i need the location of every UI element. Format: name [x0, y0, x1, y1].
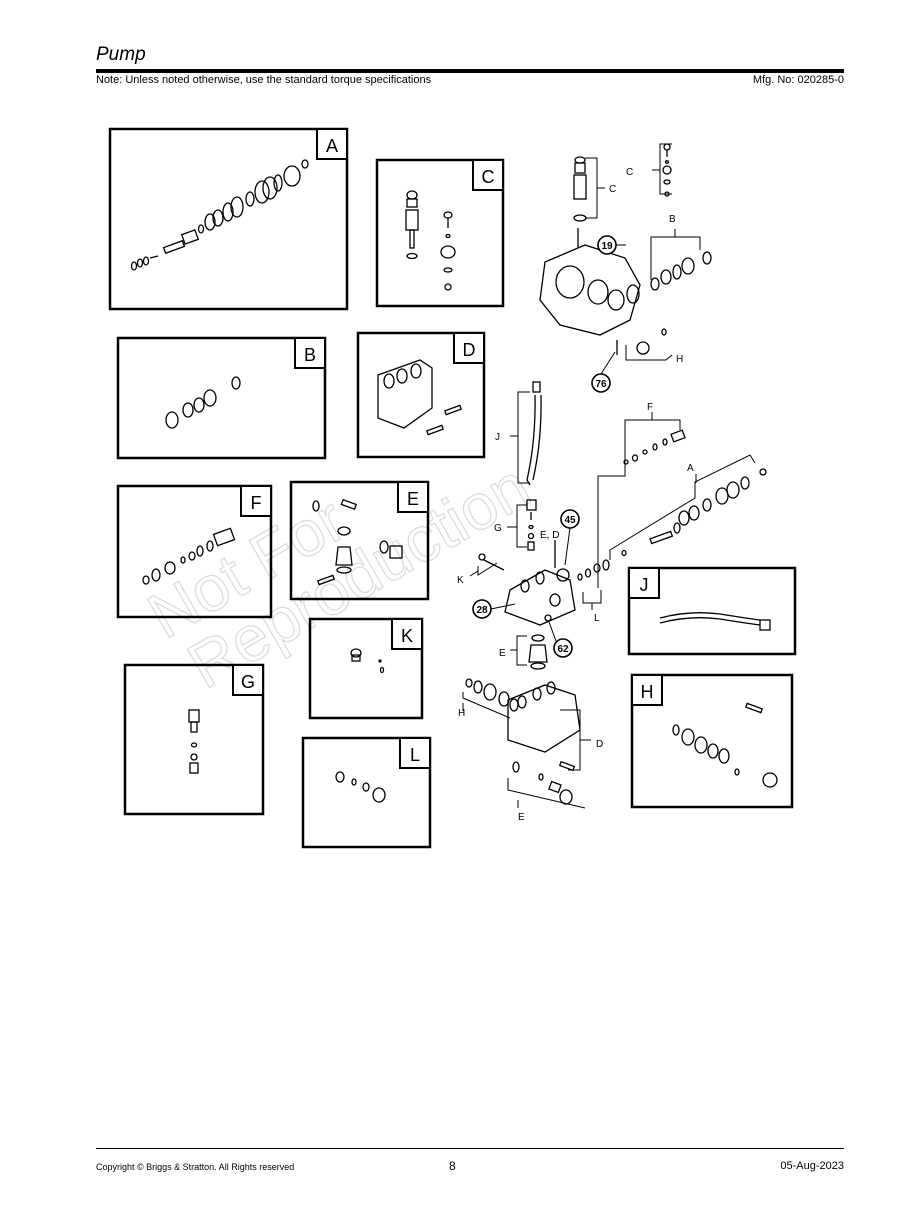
box-h-parts	[672, 702, 778, 788]
torque-note: Note: Unless noted otherwise, use the st…	[96, 74, 432, 86]
box-label-k: K	[401, 626, 413, 646]
detail-box-a	[108, 127, 349, 311]
callout-28: 28	[476, 605, 488, 616]
leader-h-1: H	[676, 354, 683, 365]
page-title: Pump	[96, 44, 146, 65]
box-a-parts	[130, 159, 309, 271]
leader-a: A	[687, 463, 694, 474]
leader-h-2: H	[458, 708, 465, 719]
detail-box-d	[356, 331, 486, 459]
detail-box-b	[116, 336, 327, 460]
box-label-g: G	[241, 672, 255, 692]
detail-box-g	[123, 663, 265, 816]
callout-19: 19	[601, 241, 613, 252]
leader-l: L	[594, 613, 600, 624]
detail-box-j	[627, 566, 797, 656]
copyright: Copyright © Briggs & Stratton. All Right…	[96, 1162, 295, 1172]
leader-g: G	[494, 523, 502, 534]
box-j-parts	[659, 612, 771, 631]
title-rule	[96, 69, 844, 73]
box-label-d: D	[463, 340, 476, 360]
leader-k: K	[457, 575, 464, 586]
box-b-parts	[165, 376, 241, 429]
leader-e-2: E	[518, 812, 525, 823]
box-label-e: E	[407, 489, 419, 509]
leader-f: F	[647, 402, 653, 413]
box-label-b: B	[304, 345, 316, 365]
box-label-f: F	[251, 493, 262, 513]
detail-box-c	[375, 158, 505, 308]
box-label-h: H	[641, 682, 654, 702]
box-d-parts	[377, 359, 463, 436]
box-l-parts	[335, 771, 386, 803]
box-label-j: J	[640, 575, 649, 595]
detail-box-f	[116, 484, 273, 619]
footer-date: 05-Aug-2023	[780, 1160, 844, 1172]
box-label-l: L	[410, 745, 420, 765]
leader-c-2: C	[626, 167, 633, 178]
detail-box-h	[630, 673, 794, 809]
leader-e-1: E	[499, 648, 506, 659]
page-number: 8	[449, 1159, 456, 1173]
leader-d: D	[596, 739, 603, 750]
detail-box-l	[301, 736, 432, 849]
callout-76: 76	[595, 379, 607, 390]
detail-box-k	[308, 617, 424, 720]
callout-45: 45	[564, 515, 576, 526]
detail-box-e	[289, 480, 430, 601]
leader-b: B	[669, 214, 676, 225]
box-c-parts	[405, 190, 456, 291]
box-g-parts	[188, 709, 200, 774]
callout-62: 62	[557, 644, 569, 655]
box-k-parts	[350, 648, 385, 674]
box-label-c: C	[482, 167, 495, 187]
leader-c-1: C	[609, 184, 616, 195]
box-e-parts	[312, 498, 403, 586]
mfg-number: Mfg. No: 020285-0	[752, 74, 844, 86]
box-f-parts	[142, 527, 236, 585]
main-assembly	[378, 143, 767, 805]
leader-e-d: E, D	[540, 530, 559, 541]
box-label-a: A	[326, 136, 338, 156]
footer-rule	[96, 1148, 844, 1149]
leader-j: J	[495, 432, 500, 443]
